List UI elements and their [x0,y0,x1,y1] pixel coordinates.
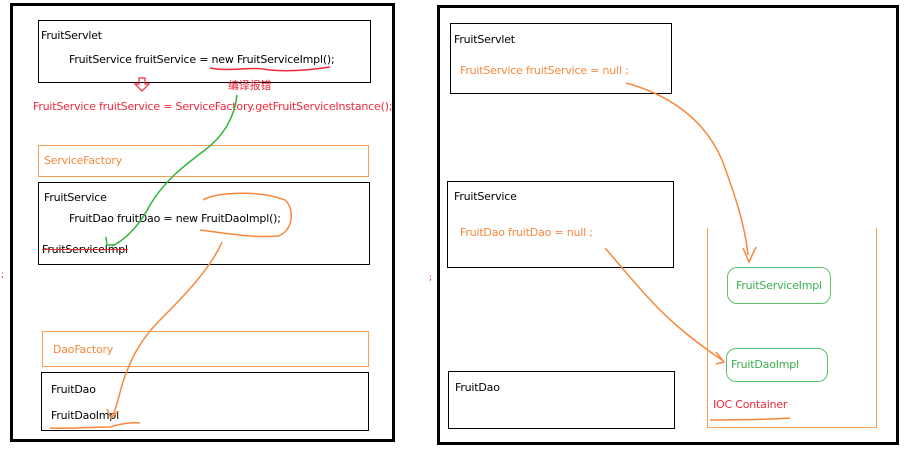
dao-factory-label: DaoFactory [53,343,114,356]
right-fruit-dao-box: FruitDao [448,371,675,429]
dao-factory-box: DaoFactory [42,331,369,367]
left-margin-mark: ; [1,270,4,280]
right-dao-title: FruitDao [455,381,500,394]
right-service-title: FruitService [454,190,517,203]
right-fruit-service-box: FruitService FruitDao fruitDao = null ; [447,181,674,268]
ioc-bean-fruit-service-impl: FruitServiceImpl [727,267,831,304]
ioc-bean-fruit-dao-impl: FruitDaoImpl [726,348,828,382]
ioc-container-label: IOC Container [713,398,788,411]
middle-margin-mark: ; [429,273,432,283]
left-dao-title: FruitDao [51,383,96,396]
replacement-code: FruitService fruitService = ServiceFacto… [33,100,393,113]
left-service-impl-struck: FruitServiceImpl [42,243,128,256]
left-servlet-title: FruitServlet [41,29,102,42]
left-service-code: FruitDao fruitDao = new FruitDaoImpl(); [69,212,281,225]
right-servlet-code: FruitService fruitService = null ; [460,64,629,77]
service-factory-box: ServiceFactory [38,145,369,177]
ioc-bean-fruit-dao-impl-label: FruitDaoImpl [731,358,799,371]
left-fruit-dao-box: FruitDao FruitDaoImpl [41,372,369,431]
ioc-bean-fruit-service-impl-label: FruitServiceImpl [736,279,822,292]
left-fruit-service-box: FruitService FruitDao fruitDao = new Fru… [38,182,370,265]
left-servlet-code: FruitService fruitService = new FruitSer… [69,53,335,66]
right-servlet-title: FruitServlet [454,33,515,46]
right-service-code: FruitDao fruitDao = null ; [460,226,593,239]
left-dao-impl: FruitDaoImpl [51,409,119,422]
service-factory-label: ServiceFactory [44,154,123,167]
right-fruit-servlet-box: FruitServlet FruitService fruitService =… [450,23,672,94]
left-service-title: FruitService [44,191,107,204]
left-fruit-servlet-box: FruitServlet FruitService fruitService =… [38,20,371,83]
compile-error-label: 编译报错 [228,79,272,92]
